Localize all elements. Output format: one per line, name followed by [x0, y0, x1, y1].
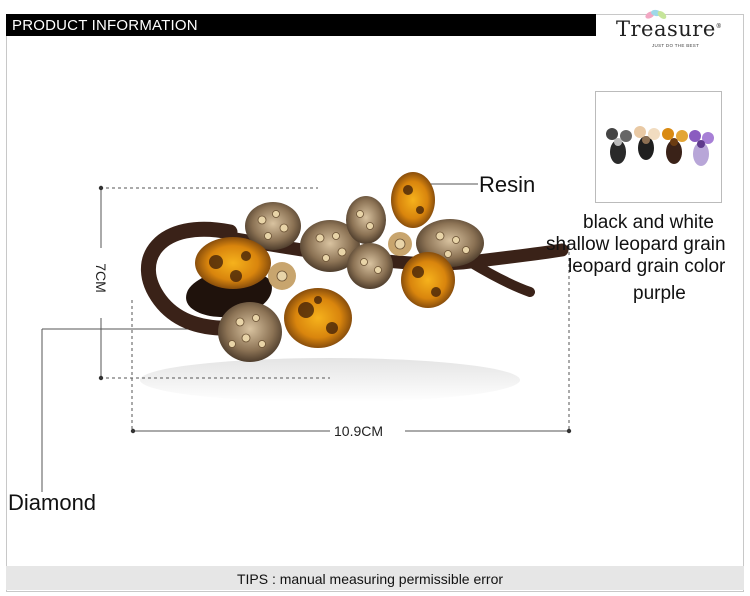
color-option-label: shallow leopard grain: [546, 234, 726, 255]
color-option-label: leopard grain color: [568, 256, 726, 277]
width-dimension-label: 10.9CM: [332, 423, 386, 439]
color-option-label: black and white: [583, 212, 714, 233]
petal-icon: [645, 9, 667, 19]
page-title: PRODUCT INFORMATION: [12, 17, 198, 34]
brand-name: Treasure®: [616, 17, 723, 41]
flower-left: [195, 202, 360, 362]
height-dimension-label: 7CM: [92, 261, 109, 295]
color-variants-thumbnail: [595, 91, 722, 203]
resin-callout: Resin: [479, 172, 536, 197]
dimension-guides: [100, 183, 570, 430]
rhinestones: [228, 210, 470, 348]
reflection-shadow: [140, 358, 520, 402]
variant-purple: [689, 130, 714, 166]
variant-black-white: [606, 128, 632, 164]
brand-logo: [645, 9, 667, 19]
footer-bar: [6, 566, 744, 590]
tortoise-spots: [209, 185, 441, 334]
footer-tips: TIPS : manual measuring permissible erro…: [236, 571, 504, 587]
flower-right: [346, 172, 484, 308]
header-bar: [6, 14, 596, 36]
color-option-label: purple: [633, 283, 686, 304]
brand-tagline: JUST DO THE BEST: [652, 43, 700, 48]
variant-shallow-leopard: [634, 126, 660, 160]
variant-leopard-grain: [662, 128, 688, 164]
variants-illustration: [606, 126, 714, 166]
diamond-callout: Diamond: [8, 490, 97, 515]
